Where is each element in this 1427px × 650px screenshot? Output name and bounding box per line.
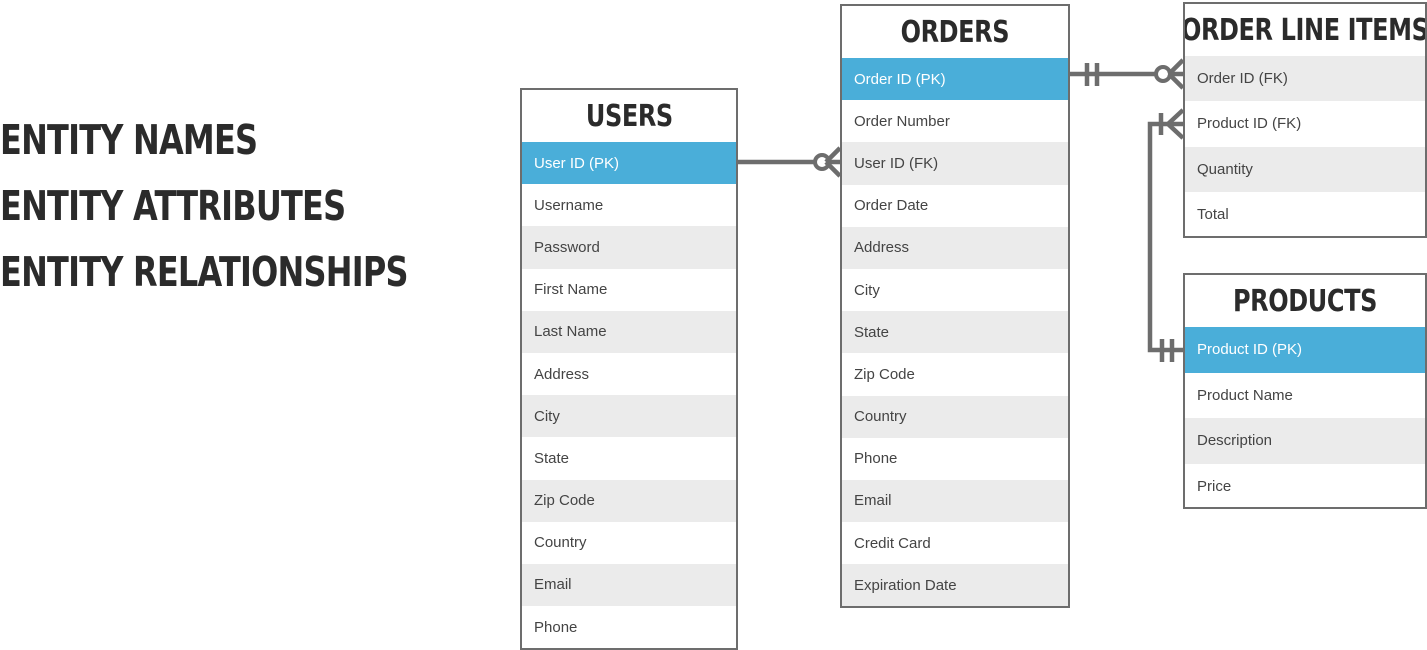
attribute-primary-key: Product ID (PK) [1185,327,1425,373]
entity-orders: ORDERS Order ID (PK) Order Number User I… [840,4,1070,608]
attribute-list-order-line-items: Order ID (FK) Product ID (FK) Quantity T… [1185,56,1425,236]
attribute: Email [842,479,1068,523]
entity-products: PRODUCTS Product ID (PK) Product Name De… [1183,273,1427,509]
attribute: State [842,311,1068,354]
attribute-primary-key: User ID (PK) [522,142,736,185]
attribute: Price [1185,463,1425,507]
attribute: Email [522,563,736,607]
entity-title-orders: ORDERS [842,6,1068,58]
attribute: Zip Code [842,353,1068,396]
attribute: Password [522,226,736,269]
attribute-foreign-key: Order ID (FK) [1185,56,1425,102]
attribute-list-users: User ID (PK) Username Password First Nam… [522,142,736,648]
attribute: Description [1185,418,1425,464]
legend-entity-relationships: ENTITY RELATIONSHIPS [0,248,409,296]
attribute-foreign-key: Product ID (FK) [1185,101,1425,147]
entity-title-products: PRODUCTS [1185,275,1425,327]
relationship-users-orders [738,146,842,178]
attribute: First Name [522,268,736,311]
attribute: Username [522,184,736,227]
attribute: State [522,437,736,480]
attribute: Order Number [842,100,1068,143]
attribute: Phone [522,606,736,648]
attribute: Order Date [842,184,1068,227]
legend-entity-attributes: ENTITY ATTRIBUTES [0,182,346,230]
entity-users: USERS User ID (PK) Username Password Fir… [520,88,738,650]
attribute: Quantity [1185,146,1425,192]
attribute: Expiration Date [842,564,1068,606]
entity-title-users: USERS [522,90,736,142]
attribute: Last Name [522,310,736,353]
attribute-foreign-key: User ID (FK) [842,142,1068,185]
attribute-list-products: Product ID (PK) Product Name Description… [1185,327,1425,507]
attribute: City [842,268,1068,312]
attribute: Country [522,521,736,564]
attribute-list-orders: Order ID (PK) Order Number User ID (FK) … [842,58,1068,606]
relationship-products-orderlines [1147,108,1185,362]
attribute: Credit Card [842,522,1068,565]
attribute: Zip Code [522,479,736,522]
attribute: Product Name [1185,372,1425,418]
relationship-orders-orderlines [1070,58,1185,90]
attribute: Country [842,395,1068,438]
attribute: City [522,395,736,438]
legend: ENTITY NAMES ENTITY ATTRIBUTES ENTITY RE… [0,107,523,305]
attribute: Address [842,226,1068,269]
entity-title-order-line-items: ORDER LINE ITEMS [1185,4,1425,56]
legend-entity-names: ENTITY NAMES [0,116,258,164]
entity-order-line-items: ORDER LINE ITEMS Order ID (FK) Product I… [1183,2,1427,238]
attribute: Phone [842,437,1068,480]
attribute: Total [1185,191,1425,236]
attribute: Address [522,352,736,396]
attribute-primary-key: Order ID (PK) [842,58,1068,101]
